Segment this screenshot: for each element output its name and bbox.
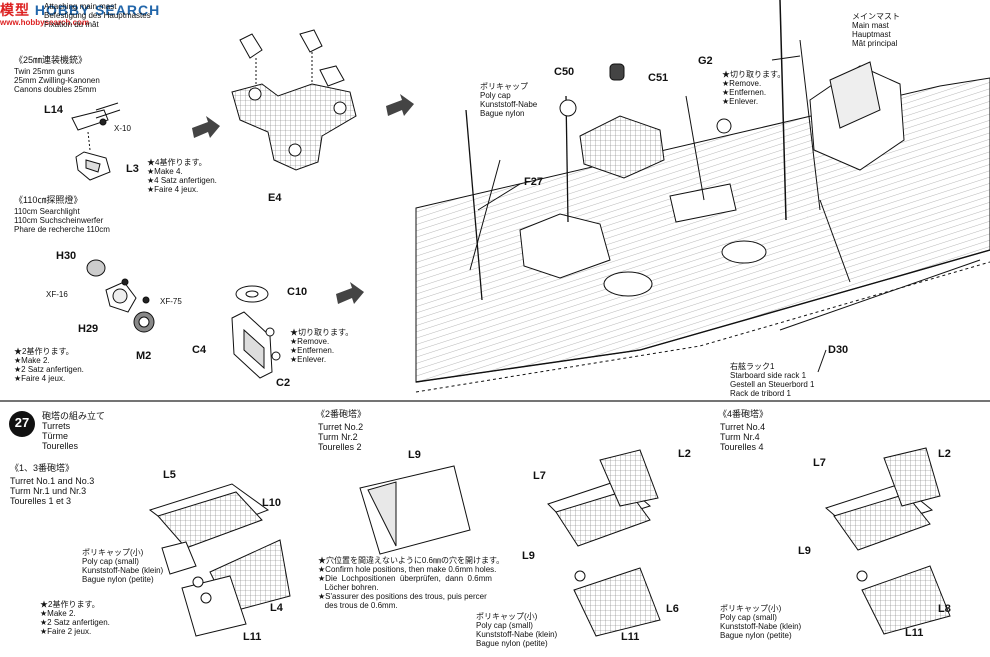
part-label-l3: L3 [126,163,139,175]
watermark-logo: 模型 HOBBY SEARCH [0,2,161,18]
make4-note: ★4基作ります。 ★Make 4. ★4 Satz anfertigen. ★F… [147,158,217,194]
step-27-badge [9,411,35,437]
part-label-l11-a: L11 [243,631,262,643]
part-label-d30: D30 [828,344,849,356]
part-label-c4: C4 [192,344,207,356]
part-label-l7-a: L7 [533,470,546,482]
turret-make2-note: ★2基作ります。 ★Make 2. ★2 Satz anfertigen. ★F… [40,600,110,636]
turret-4-drawing [825,447,951,635]
part-label-l9-b: L9 [522,550,535,562]
part-label-c51: C51 [648,72,669,84]
part-label-l5: L5 [163,469,176,481]
part-label-l4: L4 [270,602,283,614]
platform-e4-drawing [231,29,357,171]
turret-4-caption: Turret No.4 Turm Nr.4 Tourelles 4 [720,422,766,452]
part-label-l8: L8 [938,603,951,615]
ship-drawing [415,0,990,393]
part-label-l2-b: L2 [938,448,951,460]
part-label-m2: M2 [136,350,152,362]
turret-2-drawing [359,449,661,637]
part-label-e4: E4 [268,192,282,204]
remove-note-a: ★切り取ります。 ★Remove. ★Entfernen. ★Enlever. [290,328,354,364]
hole-note: ★穴位置を間違えないように0.6㎜の穴を開けます。 ★Confirm hole … [318,556,505,610]
searchlight-title: 《110㎝探照燈》 [14,195,83,205]
searchlight-caption: 110cm Searchlight 110cm Suchscheinwerfer… [14,207,110,234]
guns-title: 《25㎜連装機銃》 [14,55,88,65]
step-27-number: 27 [14,415,30,430]
part-label-l2-a: L2 [678,448,691,460]
part-label-l7-b: L7 [813,457,826,469]
part-label-c2: C2 [276,377,291,389]
part-label-h29: H29 [78,323,99,335]
paint-x10: X-10 [114,124,131,133]
stand-c4-drawing [231,285,281,379]
polycap-small-2: ポリキャップ(小) Poly cap (small) Kunststoff-Na… [476,612,558,648]
turret-1-3-caption: Turret No.1 and No.3 Turm Nr.1 und Nr.3 … [10,476,95,506]
part-label-f27: F27 [524,176,543,188]
part-label-g2: G2 [698,55,713,67]
mainmast-note: メインマスト Main mast Hauptmast Mât principal [852,12,900,48]
turret-2-title: 《2番砲塔》 [316,409,367,419]
rack-note: 右舷ラック1 Starboard side rack 1 Gestell an … [730,362,815,398]
polycap-small-1: ポリキャップ(小) Poly cap (small) Kunststoff-Na… [82,548,164,584]
part-label-l11-b: L11 [621,631,640,643]
turret-2-caption: Turret No.2 Turm Nr.2 Tourelles 2 [318,422,364,452]
polycap-note: ポリキャップ Poly cap Kunststoff-Nabe Bague ny… [480,82,538,118]
make2-note: ★2基作ります。 ★Make 2. ★2 Satz anfertigen. ★F… [14,347,84,383]
searchlight-drawing [86,259,155,333]
part-label-l9-a: L9 [408,449,421,461]
turret-1-3-drawing [148,483,291,637]
polycap-small-3: ポリキャップ(小) Poly cap (small) Kunststoff-Na… [720,604,802,640]
part-label-l10: L10 [262,497,281,509]
part-label-c10: C10 [287,286,308,298]
part-label-l11-c: L11 [905,627,924,639]
remove-note-b: ★切り取ります。 ★Remove. ★Entfernen. ★Enlever. [722,70,786,106]
part-label-c50: C50 [554,66,575,78]
paint-xf16: XF-16 [46,290,68,299]
guns-caption: Twin 25mm guns 25mm Zwilling-Kanonen Can… [14,67,100,94]
assembly-arrows [192,94,414,304]
part-label-l14: L14 [44,104,63,116]
watermark-url: www.hobbysearch.com [0,18,90,27]
gun-assembly-drawing [71,102,121,181]
turrets-title: 砲塔の組み立て Turrets Türme Tourelles [42,411,106,451]
mainmast-caption: Attaching main mast Befestigung des Haup… [44,2,151,29]
part-label-l6: L6 [666,603,679,615]
paint-xf75: XF-75 [160,297,182,306]
turret-4-title: 《4番砲塔》 [718,409,769,419]
turret-1-3-title: 《1、3番砲塔》 [10,463,75,473]
part-label-l9-c: L9 [798,545,811,557]
part-label-h30: H30 [56,250,77,262]
